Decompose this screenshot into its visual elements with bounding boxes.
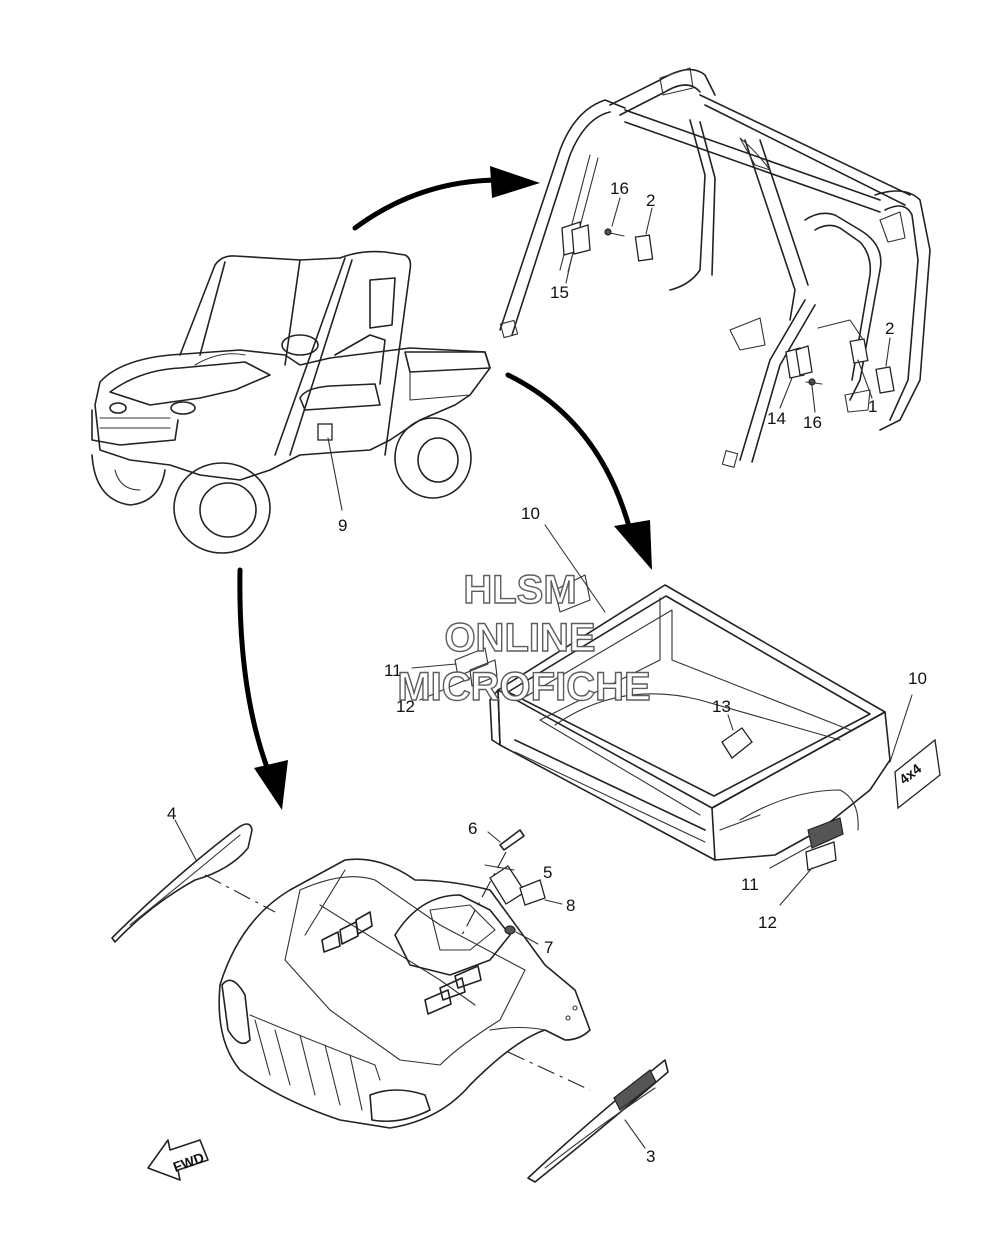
callout-13: 13 [712, 697, 731, 716]
roll-cage-assembly [499, 67, 931, 468]
callout-10-upper: 10 [521, 504, 540, 523]
callout-8: 8 [566, 896, 575, 915]
watermark-line-2: ONLINE [444, 616, 595, 660]
hood-assembly [111, 819, 669, 1183]
callout-12-lower: 12 [758, 913, 777, 932]
callout-9: 9 [338, 516, 347, 535]
callout-12-upper: 12 [396, 697, 415, 716]
hood-side-decal [527, 1059, 669, 1183]
flow-arrows [237, 166, 652, 810]
callout-11-lower: 11 [741, 875, 759, 894]
callout-16-lower: 16 [803, 413, 822, 432]
arrow-to-roll-cage [352, 177, 503, 231]
vehicle-overview [91, 250, 491, 554]
watermark-line-1: HLSM [463, 568, 576, 612]
callout-11-upper: 11 [384, 661, 402, 680]
callout-14: 14 [767, 409, 786, 428]
callout-10-lower: 10 [908, 669, 927, 688]
cargo-bed-assembly: 4x4 [411, 524, 941, 906]
arrowhead-roll-cage [490, 166, 540, 198]
callout-15: 15 [550, 283, 569, 302]
watermark: HLSM ONLINE MICROFICHE [397, 567, 652, 709]
callout-5: 5 [543, 863, 552, 882]
arrow-to-cargo-bed [505, 372, 633, 533]
arrow-to-hood [237, 567, 271, 773]
stripe-decal [111, 823, 253, 943]
callout-2-lower: 2 [885, 319, 894, 338]
callout-1: 1 [868, 397, 877, 416]
callout-2-upper: 2 [646, 191, 655, 210]
callout-7: 7 [544, 938, 553, 957]
watermark-line-3: MICROFICHE [397, 665, 650, 709]
arrowhead-hood [254, 760, 288, 810]
callout-numbers: 16 2 15 2 1 14 16 9 10 11 12 13 10 11 12… [167, 179, 927, 1166]
callout-6: 6 [468, 819, 477, 838]
callout-16-upper: 16 [610, 179, 629, 198]
callout-3: 3 [646, 1147, 655, 1166]
arrowhead-cargo-bed [614, 520, 652, 570]
callout-4: 4 [167, 804, 176, 823]
